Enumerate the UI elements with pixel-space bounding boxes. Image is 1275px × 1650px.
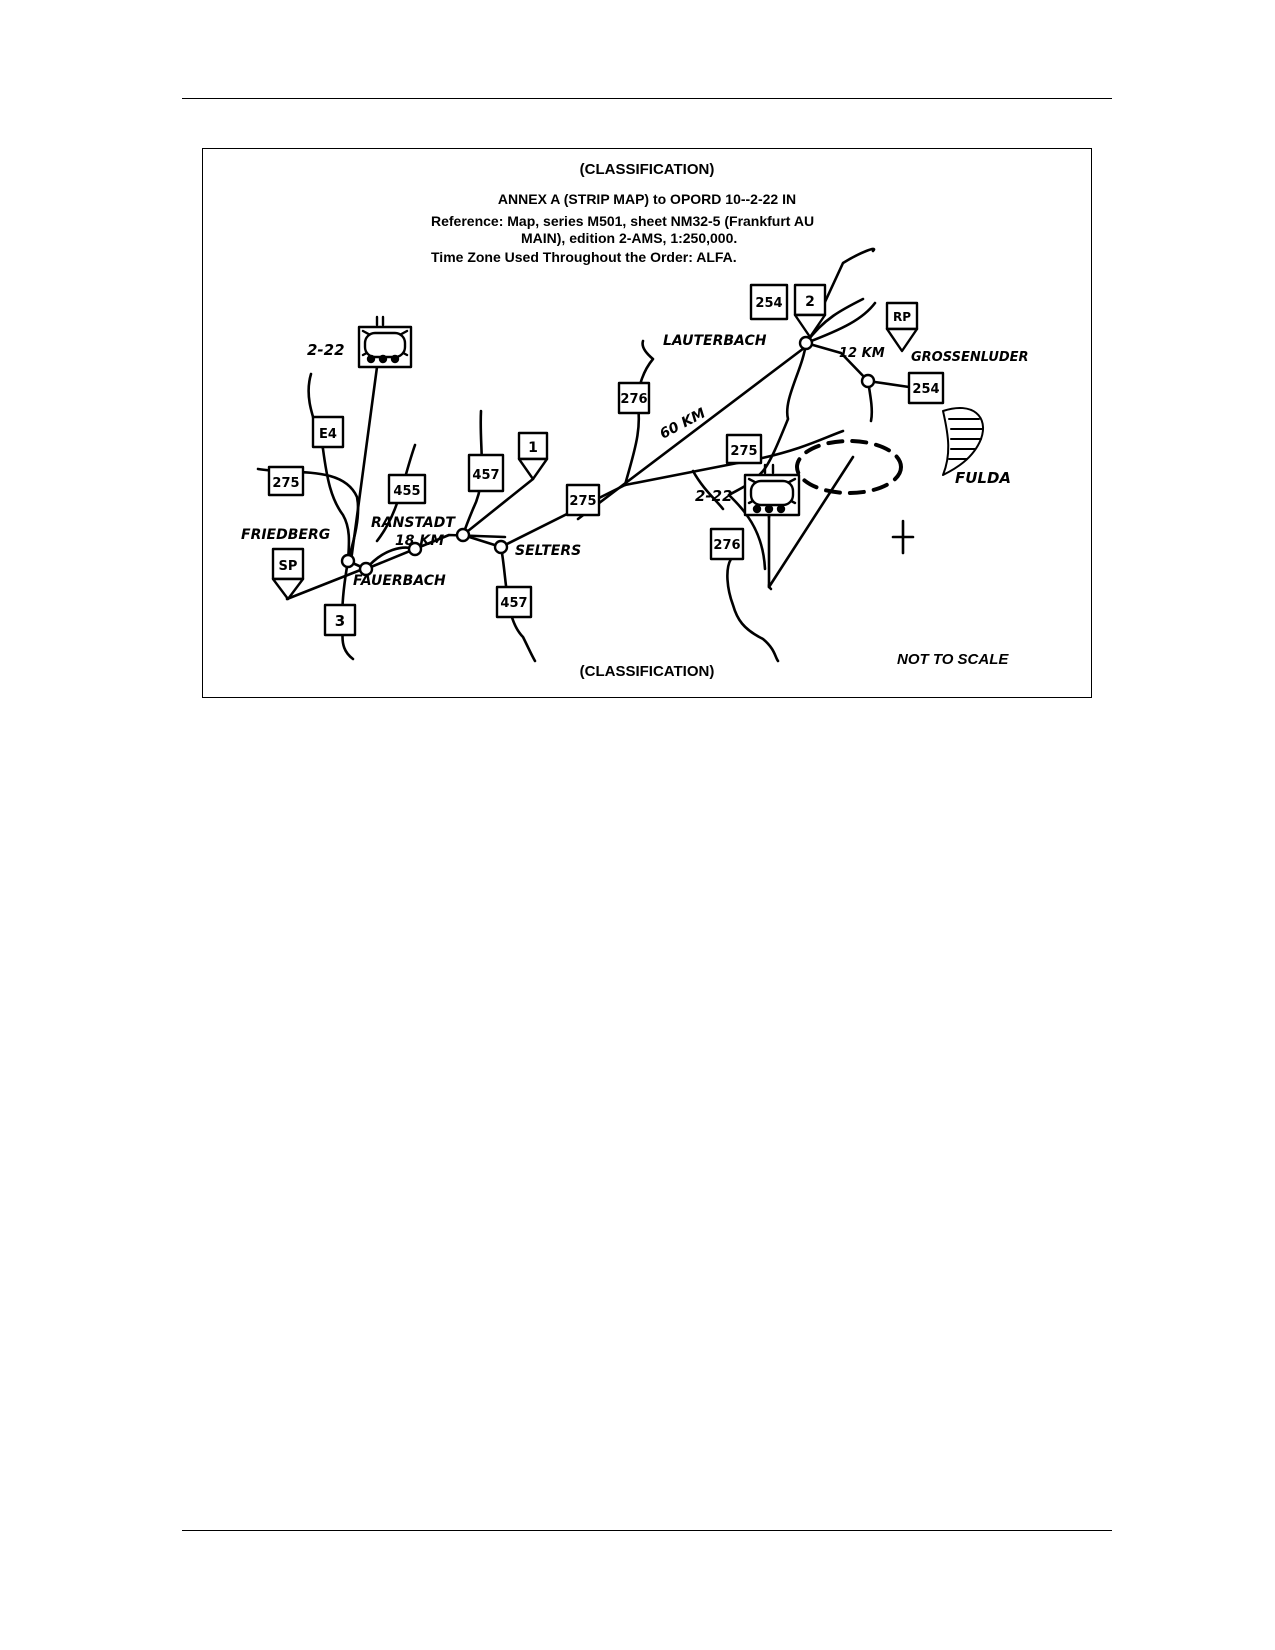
header-rule xyxy=(182,98,1112,99)
town-label-fauerbach: FAUERBACH xyxy=(353,573,446,589)
road-e4 xyxy=(307,372,351,563)
route-label-254-east: 254 xyxy=(912,382,939,397)
distance-label-18km: 18 KM xyxy=(395,533,444,549)
route-box-3 xyxy=(323,603,357,637)
strip-map-drawing: E4 275 455 457 275 457 3 276 275 276 254… xyxy=(241,247,1029,663)
route-label-275-west: 275 xyxy=(272,476,299,491)
town-marker-ranstadt xyxy=(455,527,471,543)
scale-note: NOT TO SCALE xyxy=(897,651,1009,668)
road-276-south-upper xyxy=(691,469,725,511)
town-marker-grossenluder xyxy=(860,373,876,389)
strip-map-figure: E4 275 455 457 275 457 3 276 275 276 254… xyxy=(202,148,1092,698)
route-box-457-south xyxy=(495,585,533,619)
road-lauterbach-south xyxy=(727,341,808,497)
route-label-275-mid: 275 xyxy=(569,494,596,509)
town-label-selters: SELTERS xyxy=(515,543,581,559)
road-lauterbach-east xyxy=(804,301,877,345)
route-box-276-north xyxy=(617,381,651,415)
town-markers xyxy=(340,335,876,577)
route-label-276-north: 276 xyxy=(620,392,647,407)
town-marker-lauterbach xyxy=(798,335,814,351)
road-457-north xyxy=(461,409,484,537)
route-label-455: 455 xyxy=(393,484,420,499)
route-label-e4: E4 xyxy=(319,427,337,442)
town-label-friedberg: FRIEDBERG xyxy=(241,527,330,543)
annex-title: ANNEX A (STRIP MAP) to OPORD 10--2-22 IN xyxy=(497,191,797,207)
point-label-1: 1 xyxy=(528,440,538,456)
control-points: SP 1 2 RP xyxy=(271,283,919,601)
point-rp-marker: RP xyxy=(885,301,919,353)
road-12km xyxy=(804,341,870,383)
route-box-455 xyxy=(387,473,427,505)
town-label-grossenluder: GROSSENLUDER xyxy=(911,350,1029,365)
road-to-unit-east xyxy=(727,493,767,571)
point-2-marker: 2 xyxy=(793,283,827,339)
unit-label-west: 2-22 xyxy=(307,341,345,359)
route-box-254-north xyxy=(749,283,789,321)
footer-rule xyxy=(182,1530,1112,1531)
unit-label-east: 2-22 xyxy=(695,487,733,505)
map-reference-continuation: MAIN), edition 2-AMS, 1:250,000. xyxy=(521,230,738,246)
map-labels: 2-22 2-22 FRIEDBERG FAUERBACH RANSTADT 1… xyxy=(241,333,1029,589)
road-457-south xyxy=(499,545,537,663)
route-label-457-north: 457 xyxy=(472,468,499,483)
town-label-fulda: FULDA xyxy=(955,469,1011,487)
town-label-ranstadt: RANSTADT xyxy=(371,515,456,531)
route-label-457-south: 457 xyxy=(500,596,527,611)
point-sp-marker: SP xyxy=(271,547,305,601)
town-marker-selters xyxy=(493,539,509,555)
fulda-objective-oval xyxy=(795,439,903,495)
route-label-3: 3 xyxy=(335,612,345,630)
route-box-457-north xyxy=(467,453,505,493)
classification-marking-top: (CLASSIFICATION) xyxy=(579,161,715,178)
route-box-275-west xyxy=(267,465,305,497)
point-1-marker: 1 xyxy=(517,431,549,481)
road-276-south xyxy=(726,557,780,663)
town-marker-18km xyxy=(407,541,423,557)
distance-label-60km: 60 KM xyxy=(657,405,708,442)
unit-east-symbol xyxy=(743,463,801,517)
road-lauterbach-north xyxy=(804,247,876,345)
leader-unit-west xyxy=(349,365,379,563)
registration-mark xyxy=(891,519,915,555)
leader-unit-east xyxy=(767,455,855,589)
leader-sp xyxy=(285,567,365,601)
route-label-275-east: 275 xyxy=(730,444,757,459)
point-label-rp: RP xyxy=(893,310,911,324)
time-zone-statement: Time Zone Used Throughout the Order: ALF… xyxy=(431,249,737,265)
map-reference-line: Reference: Map, series M501, sheet NM32-… xyxy=(431,213,815,229)
route-box-275-east xyxy=(725,433,763,465)
distance-label-12km: 12 KM xyxy=(839,346,885,361)
route-label-254-north: 254 xyxy=(755,296,782,311)
road-60km xyxy=(576,343,810,521)
town-marker-fauerbach xyxy=(358,561,374,577)
route-box-e4 xyxy=(311,415,345,449)
unit-symbols xyxy=(357,315,801,517)
town-label-lauterbach: LAUTERBACH xyxy=(663,333,767,349)
point-label-sp: SP xyxy=(279,559,298,574)
route-box-276-south xyxy=(709,527,745,561)
point-label-2: 2 xyxy=(805,294,815,310)
town-marker-friedberg xyxy=(340,553,356,569)
route-markers: E4 275 455 457 275 457 3 276 275 276 254… xyxy=(267,283,945,637)
route-box-254-east xyxy=(907,371,945,405)
route-label-276-south: 276 xyxy=(713,538,740,553)
road-ranstadt xyxy=(346,533,507,571)
classification-marking-bottom: (CLASSIFICATION) xyxy=(579,663,715,680)
shaded-area xyxy=(942,406,984,476)
road-to-point-1 xyxy=(461,477,535,537)
unit-west-symbol xyxy=(357,315,413,369)
route-box-275-mid xyxy=(565,483,601,517)
